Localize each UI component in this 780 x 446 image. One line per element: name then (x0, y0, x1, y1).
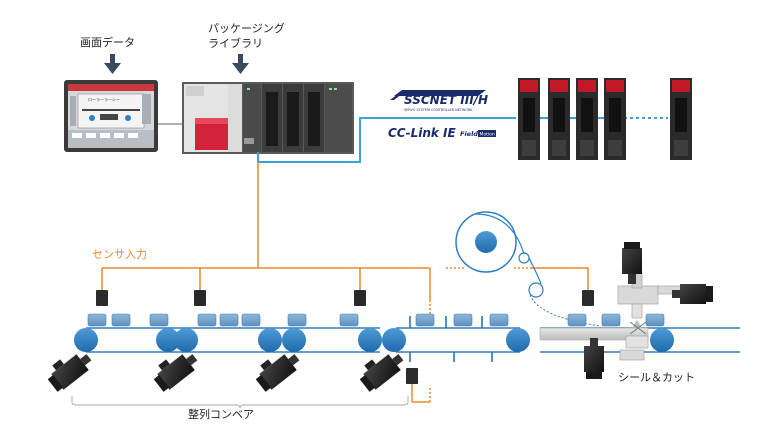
product-box (567, 313, 587, 327)
sscnet-logo-text: SSCNET III/H (404, 93, 488, 107)
servo-motor (622, 242, 642, 284)
sscnet-logo: SSCNET III/H SERVO SYSTEM CONTROLLER NET… (390, 90, 488, 112)
conveyor-rollers (74, 328, 674, 352)
alignment-conveyor-label: 整列コンベア (188, 408, 254, 421)
product-box (415, 313, 435, 327)
product-box (287, 313, 307, 327)
cclink-field-text: Field (460, 130, 478, 138)
conveyor-roller (650, 328, 674, 352)
alignment-conveyor-brace (71, 396, 409, 409)
packaging-library-label-line2: ライブラリ (208, 37, 263, 50)
servo-amplifier (604, 78, 626, 160)
screen-data-label: 画面データ (80, 36, 135, 49)
product-box (453, 313, 473, 327)
product-box (219, 313, 239, 327)
seal-cut-label: シール＆カット (618, 371, 695, 384)
hmi-title: ローラーラーシー (88, 96, 120, 102)
sensor-wiring (101, 162, 589, 403)
arrow-down-icon (232, 54, 249, 74)
product-box (601, 313, 621, 327)
hmi-panel: ローラーラーシー (64, 80, 158, 152)
servo-amplifier (576, 78, 598, 160)
conveyor-roller (506, 328, 530, 352)
servo-motor (584, 338, 604, 379)
sensor (96, 290, 108, 306)
conveyor-roller (156, 328, 180, 352)
product-box (645, 313, 665, 327)
product-box (241, 313, 261, 327)
film-roll (455, 211, 601, 327)
servo-motor (255, 354, 300, 392)
servo-amplifier (548, 78, 570, 160)
product-box (149, 313, 169, 327)
conveyor-roller (174, 328, 198, 352)
cclink-logo-text: CC-Link IE (388, 126, 457, 140)
packaging-library-label-line1: パッケージング (208, 22, 285, 35)
arrow-down-icon (104, 54, 121, 74)
product-box (339, 313, 359, 327)
conveyor-roller (358, 328, 382, 352)
conveyor-roller (282, 328, 306, 352)
servo-motor (672, 284, 713, 304)
seal-cut-station (539, 271, 683, 361)
sensor (406, 368, 418, 384)
servo-motor (47, 354, 92, 392)
servo-amplifier (518, 78, 540, 160)
conveyor-roller (74, 328, 98, 352)
servo-motor (153, 354, 198, 392)
conveyor-roller (258, 328, 282, 352)
sensor (354, 290, 366, 306)
sensor-input-label: センサ入力 (92, 248, 147, 261)
cclink-logo: CC-Link IE Field Motion (388, 126, 496, 140)
cclink-motion-text: Motion (480, 132, 495, 138)
sscnet-logo-subtext: SERVO SYSTEM CONTROLLER NETWORK (404, 108, 473, 112)
product-box (111, 313, 131, 327)
sensor (582, 290, 594, 306)
products (87, 313, 665, 327)
plc-controller (182, 82, 354, 154)
conveyor-roller (382, 328, 406, 352)
product-box (197, 313, 217, 327)
sensor (194, 290, 206, 306)
servo-motor (359, 354, 404, 392)
product-box (87, 313, 107, 327)
product-box (489, 313, 509, 327)
servo-amplifier (670, 78, 692, 160)
